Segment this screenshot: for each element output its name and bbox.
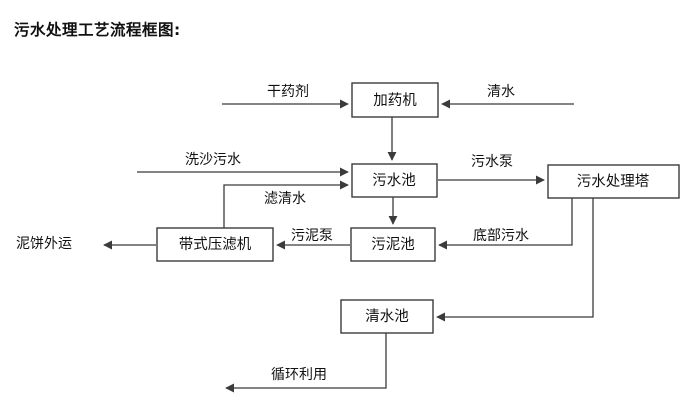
edge-press-to-sewage-pool-filtrate bbox=[223, 180, 349, 228]
node-belt-filter-press-label: 带式压滤机 bbox=[179, 236, 252, 253]
edge-label-sewage-pump: 污水泵 bbox=[471, 154, 513, 170]
edge-label-dry-reagent: 干药剂 bbox=[267, 84, 309, 100]
edge-label-recycle: 循环利用 bbox=[271, 367, 327, 383]
edge-label-sand-wash-water: 洗沙污水 bbox=[185, 152, 241, 168]
node-belt-filter-press[interactable]: 带式压滤机 bbox=[156, 227, 274, 262]
edge-label-bottom-water: 底部污水 bbox=[473, 228, 529, 244]
node-treatment-tower-label: 污水处理塔 bbox=[577, 173, 650, 190]
node-sewage-pool[interactable]: 污水池 bbox=[351, 163, 438, 198]
node-treatment-tower[interactable]: 污水处理塔 bbox=[547, 164, 680, 199]
node-clean-water-pool-label: 清水池 bbox=[365, 308, 409, 325]
edge-tower-to-sludge-pool-bottom-water bbox=[438, 198, 573, 250]
terminal-label-cake-export: 泥饼外运 bbox=[16, 236, 72, 252]
edge-clean-pool-to-recycle bbox=[225, 333, 387, 393]
node-dosing-machine[interactable]: 加药机 bbox=[351, 82, 439, 118]
node-dosing-machine-label: 加药机 bbox=[373, 92, 417, 109]
node-sewage-pool-label: 污水池 bbox=[372, 172, 416, 189]
page-title: 污水处理工艺流程框图: bbox=[14, 21, 181, 39]
node-clean-water-pool[interactable]: 清水池 bbox=[340, 299, 434, 334]
edge-label-sludge-pump: 污泥泵 bbox=[291, 228, 333, 244]
node-sludge-pool-label: 污泥池 bbox=[371, 236, 415, 253]
edge-tower-to-clean-pool bbox=[436, 198, 594, 322]
edge-label-filtrate: 滤清水 bbox=[264, 191, 306, 207]
node-sludge-pool[interactable]: 污泥池 bbox=[350, 227, 436, 262]
edge-label-clear-water: 清水 bbox=[487, 84, 515, 100]
